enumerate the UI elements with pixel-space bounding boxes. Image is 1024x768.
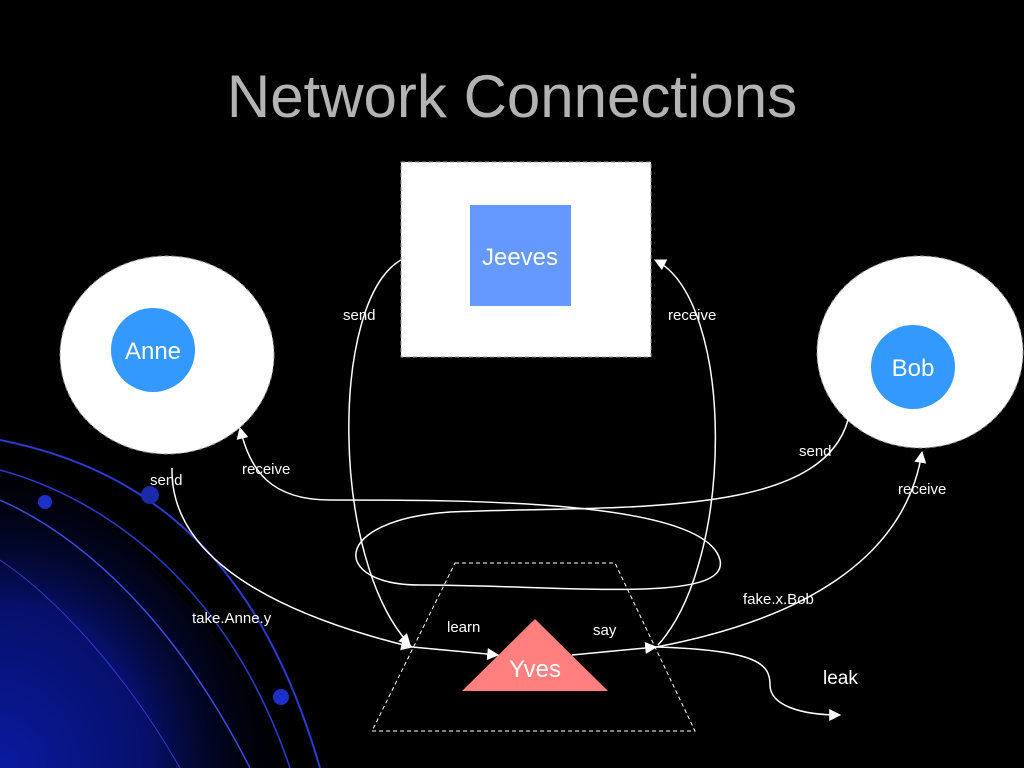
edge-leak [655, 646, 842, 721]
slide-title: Network Connections [226, 63, 798, 130]
jeeves-node [470, 205, 571, 306]
label-anne-send: send [150, 472, 183, 489]
label-fake-x-bob: fake.x.Bob [743, 591, 814, 608]
label-take-anne-y: take.Anne.y [192, 610, 272, 627]
anne-node [111, 308, 195, 392]
label-anne-receive: receive [242, 461, 290, 478]
edge-jeeves-receive [653, 259, 717, 646]
yves-node [462, 619, 608, 691]
bob-node [871, 325, 955, 409]
edge-labels: send receive send receive send receive t… [150, 307, 946, 639]
edge-bob-to-anne [236, 419, 849, 591]
label-jeeves-receive: receive [668, 307, 716, 324]
background-decoration [0, 439, 321, 768]
jeeves-label: Jeeves [482, 244, 558, 271]
edges [171, 259, 927, 721]
label-leak: leak [823, 668, 858, 689]
edge-take-anne-y [171, 467, 414, 651]
label-learn: learn [447, 619, 480, 636]
yves-label: Yves [509, 656, 561, 683]
label-bob-receive: receive [898, 481, 946, 498]
label-say: say [593, 622, 617, 639]
anne-label: Anne [125, 338, 181, 365]
edge-jeeves-send [348, 259, 411, 646]
bob-label: Bob [892, 355, 935, 382]
edge-learn [411, 646, 500, 660]
yves-container [371, 562, 696, 732]
label-jeeves-send: send [343, 307, 376, 324]
edge-say [571, 642, 658, 656]
edge-fake-x-bob [655, 450, 927, 648]
label-bob-send: send [799, 443, 832, 460]
